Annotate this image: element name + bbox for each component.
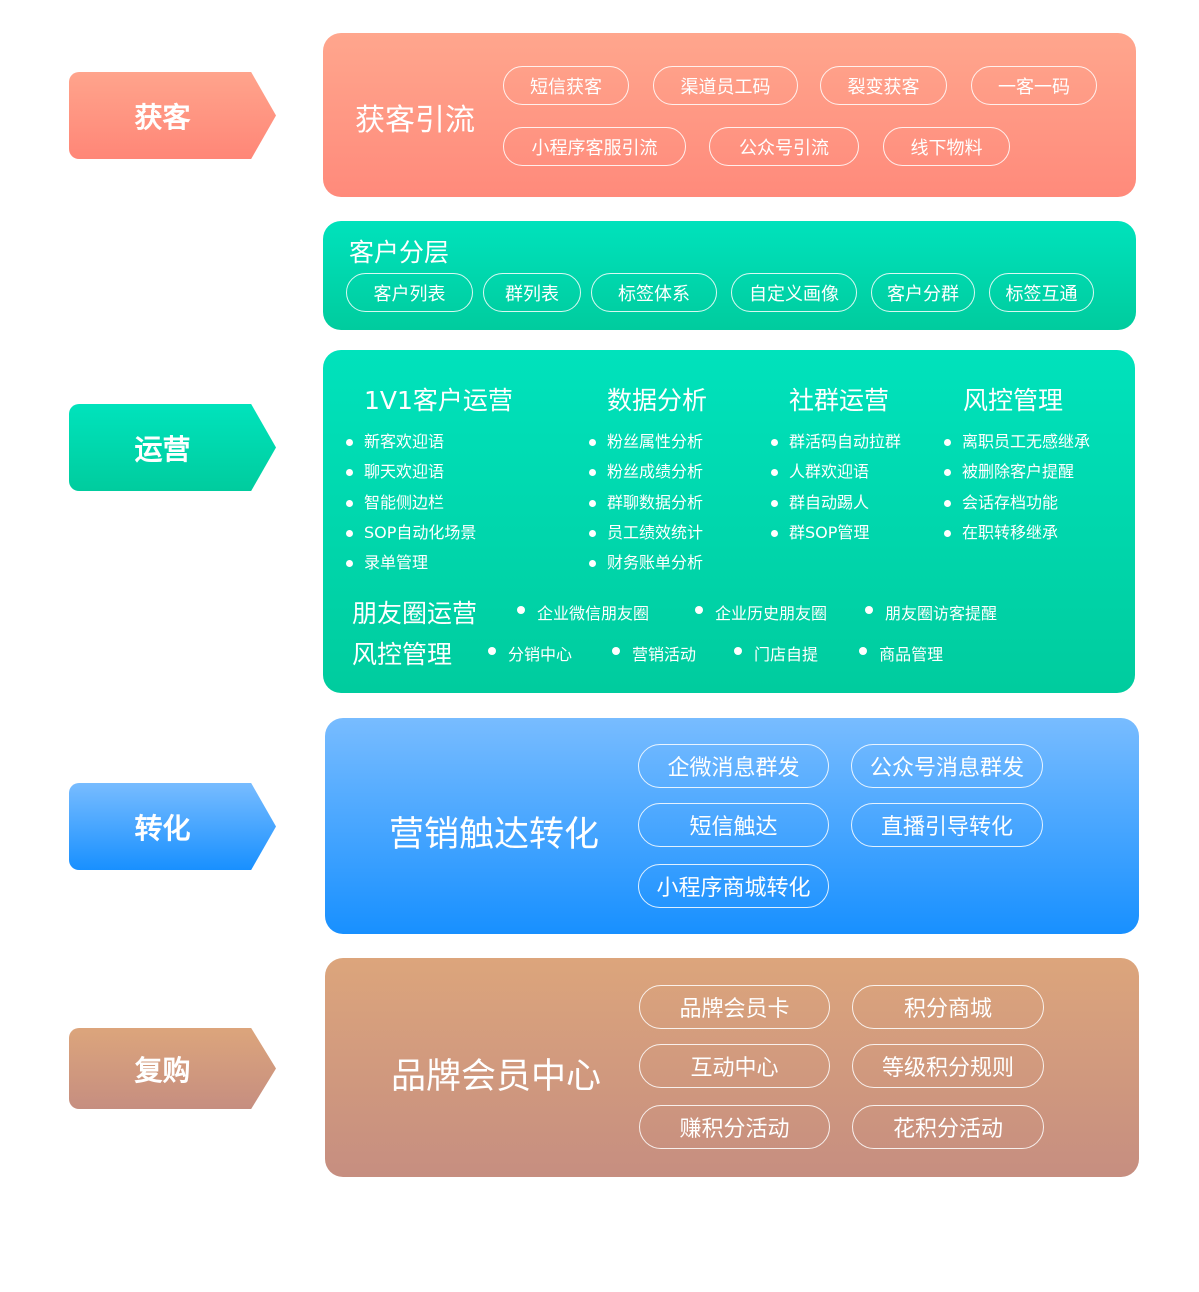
pill-offline: 线下物料 bbox=[883, 127, 1010, 166]
moments-row: 朋友圈运营 企业微信朋友圈 企业历史朋友圈 朋友圈访客提醒 bbox=[352, 594, 997, 630]
list-item: 录单管理 bbox=[346, 548, 476, 578]
pill-interaction-center: 互动中心 bbox=[639, 1044, 830, 1088]
acquire-title: 获客引流 bbox=[355, 103, 475, 138]
list-item: 智能侧边栏 bbox=[346, 488, 476, 518]
col-title-data: 数据分析 bbox=[607, 386, 708, 415]
list-community: 群活码自动拉群 人群欢迎语 群自动踢人 群SOP管理 bbox=[771, 427, 901, 548]
pill-group-list: 群列表 bbox=[483, 273, 581, 312]
list-item: 离职员工无感继承 bbox=[944, 427, 1090, 457]
list-item: 会话存档功能 bbox=[944, 488, 1090, 518]
pill-level-rules: 等级积分规则 bbox=[852, 1044, 1044, 1088]
pill-custom-portrait: 自定义画像 bbox=[731, 273, 857, 312]
list-item: 群SOP管理 bbox=[771, 518, 901, 548]
list-item: 商品管理 bbox=[859, 641, 943, 665]
list-item: 人群欢迎语 bbox=[771, 457, 901, 487]
list-item: 营销活动 bbox=[612, 641, 696, 665]
list-item: 新客欢迎语 bbox=[346, 427, 476, 457]
pill-channel-code: 渠道员工码 bbox=[653, 66, 798, 105]
pill-customer-list: 客户列表 bbox=[346, 273, 473, 312]
list-item: 分销中心 bbox=[488, 641, 572, 665]
list-1v1: 新客欢迎语 聊天欢迎语 智能侧边栏 SOP自动化场景 录单管理 bbox=[346, 427, 476, 578]
tag-acquire: 获客 bbox=[69, 72, 276, 159]
pill-tag-interop: 标签互通 bbox=[989, 273, 1094, 312]
tag-operate: 运营 bbox=[69, 404, 276, 491]
tag-repurchase: 复购 bbox=[69, 1028, 276, 1109]
pill-earn-points: 赚积分活动 bbox=[639, 1105, 830, 1149]
list-item: 员工绩效统计 bbox=[589, 518, 703, 548]
risk-title: 风控管理 bbox=[352, 640, 453, 669]
list-risk: 离职员工无感继承 被删除客户提醒 会话存档功能 在职转移继承 bbox=[944, 427, 1090, 548]
list-item: 群活码自动拉群 bbox=[771, 427, 901, 457]
pill-sms-reach: 短信触达 bbox=[638, 803, 829, 847]
layering-panel: 客户分层 客户列表 群列表 标签体系 自定义画像 客户分群 标签互通 bbox=[323, 221, 1136, 330]
member-title: 品牌会员中心 bbox=[391, 1057, 602, 1097]
list-item: 群聊数据分析 bbox=[589, 488, 703, 518]
convert-title: 营销触达转化 bbox=[389, 815, 600, 855]
acquire-panel: 获客引流 短信获客 渠道员工码 裂变获客 一客一码 小程序客服引流 公众号引流 … bbox=[323, 33, 1136, 197]
list-item: 被删除客户提醒 bbox=[944, 457, 1090, 487]
list-item: 聊天欢迎语 bbox=[346, 457, 476, 487]
list-item: 企业历史朋友圈 bbox=[695, 600, 827, 624]
pill-sms-acquire: 短信获客 bbox=[503, 66, 629, 105]
list-item: 粉丝成绩分析 bbox=[589, 457, 703, 487]
list-item: 企业微信朋友圈 bbox=[517, 600, 649, 624]
col-title-1v1: 1V1客户运营 bbox=[364, 386, 513, 415]
pill-oa-broadcast: 公众号消息群发 bbox=[851, 744, 1043, 788]
pill-one-code: 一客一码 bbox=[971, 66, 1097, 105]
col-title-risk: 风控管理 bbox=[963, 386, 1064, 415]
pill-member-card: 品牌会员卡 bbox=[639, 985, 830, 1029]
tag-convert: 转化 bbox=[69, 783, 276, 870]
list-item: 在职转移继承 bbox=[944, 518, 1090, 548]
member-panel: 品牌会员中心 品牌会员卡 积分商城 互动中心 等级积分规则 赚积分活动 花积分活… bbox=[325, 958, 1139, 1177]
convert-panel: 营销触达转化 企微消息群发 公众号消息群发 短信触达 直播引导转化 小程序商城转… bbox=[325, 718, 1139, 934]
pill-customer-group: 客户分群 bbox=[871, 273, 975, 312]
pill-wecom-broadcast: 企微消息群发 bbox=[638, 744, 829, 788]
list-item: 朋友圈访客提醒 bbox=[865, 600, 997, 624]
pill-official-account: 公众号引流 bbox=[709, 127, 859, 166]
pill-points-mall: 积分商城 bbox=[852, 985, 1044, 1029]
pill-fission: 裂变获客 bbox=[820, 66, 947, 105]
list-data: 粉丝属性分析 粉丝成绩分析 群聊数据分析 员工绩效统计 财务账单分析 bbox=[589, 427, 703, 578]
list-item: 门店自提 bbox=[734, 641, 818, 665]
pill-mall-convert: 小程序商城转化 bbox=[638, 864, 829, 908]
list-item: 粉丝属性分析 bbox=[589, 427, 703, 457]
col-title-community: 社群运营 bbox=[789, 386, 890, 415]
pill-live-convert: 直播引导转化 bbox=[851, 803, 1043, 847]
moments-title: 朋友圈运营 bbox=[352, 599, 478, 628]
risk-row: 风控管理 分销中心 营销活动 门店自提 商品管理 bbox=[352, 635, 943, 671]
layering-title: 客户分层 bbox=[349, 238, 450, 267]
list-item: 群自动踢人 bbox=[771, 488, 901, 518]
operate-panel: 1V1客户运营 数据分析 社群运营 风控管理 新客欢迎语 聊天欢迎语 智能侧边栏… bbox=[323, 350, 1135, 693]
list-item: SOP自动化场景 bbox=[346, 518, 476, 548]
list-item: 财务账单分析 bbox=[589, 548, 703, 578]
pill-miniprogram: 小程序客服引流 bbox=[503, 127, 686, 166]
pill-spend-points: 花积分活动 bbox=[852, 1105, 1044, 1149]
pill-tag-system: 标签体系 bbox=[591, 273, 717, 312]
